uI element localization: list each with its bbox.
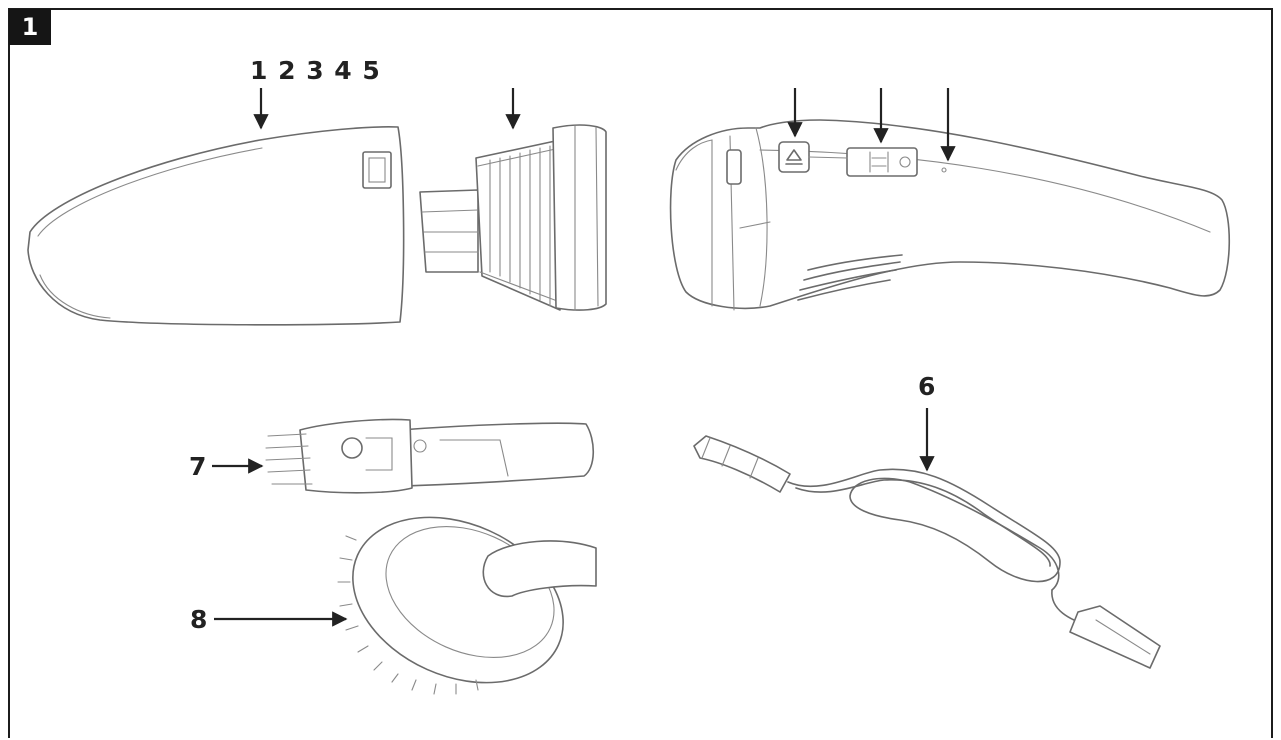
main-body (669, 119, 1231, 311)
crevice-nozzle-with-brush (265, 418, 595, 494)
callout-1-5: 1 2 3 4 5 (250, 56, 381, 85)
figure-frame (8, 8, 1273, 738)
callout-arrows (212, 88, 956, 627)
dust-container (27, 126, 405, 326)
filter (419, 124, 607, 311)
figure-number-badge: 1 (9, 9, 51, 45)
callout-6: 6 (918, 372, 936, 401)
callout-7: 7 (189, 452, 207, 481)
charging-cable (693, 435, 1161, 669)
round-brush (337, 516, 597, 695)
callout-8: 8 (190, 605, 208, 634)
